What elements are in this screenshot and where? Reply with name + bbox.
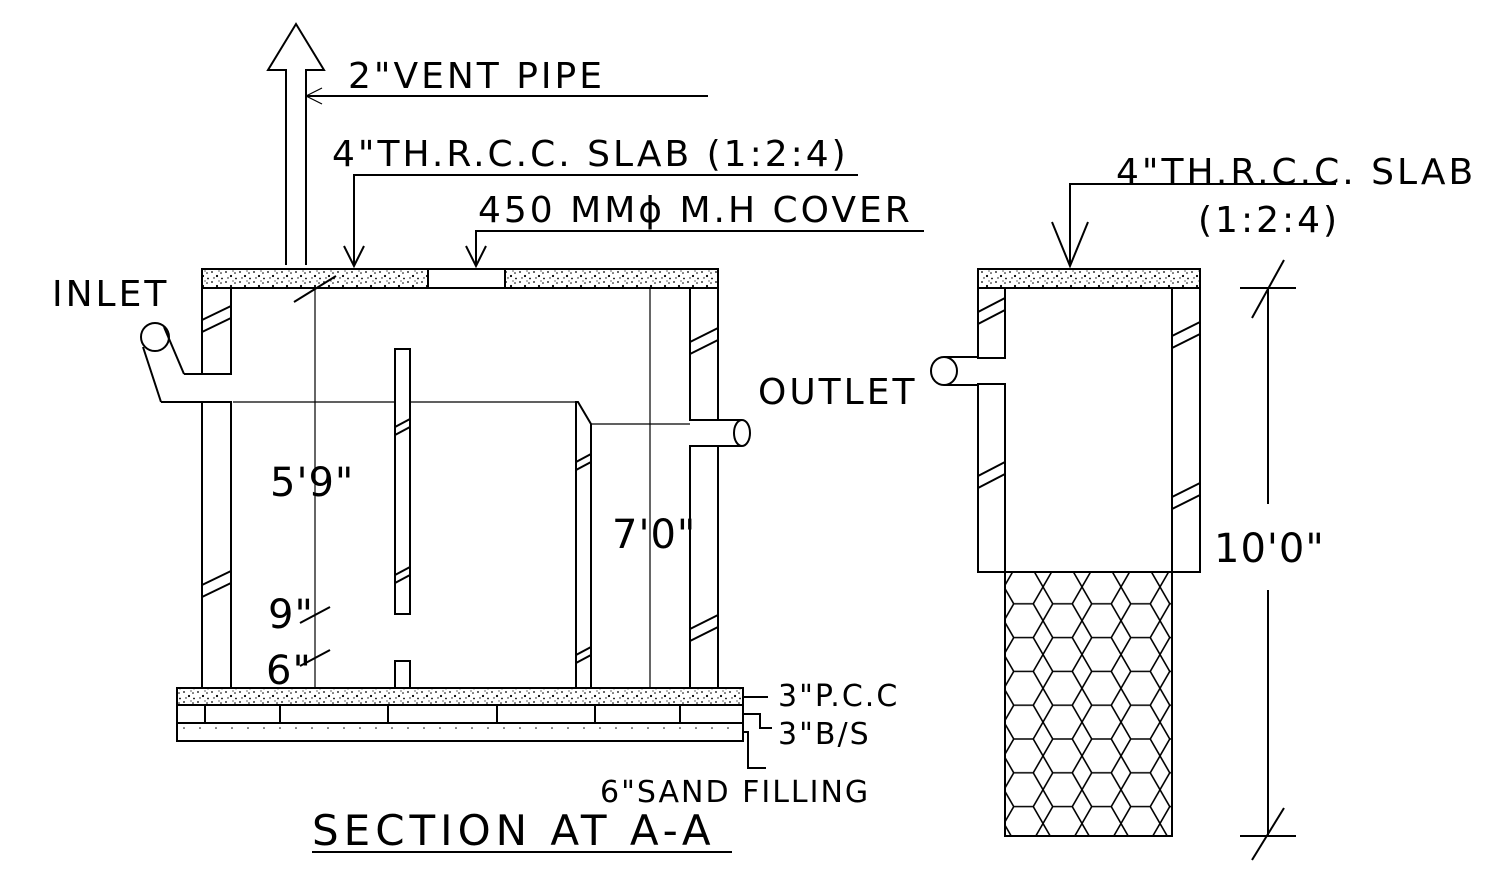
inlet-label: INLET [52, 274, 169, 315]
soak-pit-slab-label: 4"TH.R.C.C. SLAB [1116, 152, 1476, 193]
vent-pipe [266, 22, 326, 265]
soak-pit-depth-dimension: 10'0" [1214, 526, 1325, 572]
outlet-pipe [718, 419, 751, 447]
soak-pit-slab-mix-label: (1:2:4) [1198, 200, 1340, 241]
right-depth-dimension: 7'0" [612, 512, 696, 558]
left-wall [201, 287, 232, 689]
slab-label: 4"TH.R.C.C. SLAB (1:2:4) [332, 134, 849, 175]
filter-media [1004, 571, 1173, 837]
brick-soling-label: 3"B/S [778, 717, 871, 752]
mh-cover-label: 450 MMϕ M.H COVER [478, 190, 913, 231]
pcc-label: 3"P.C.C [778, 679, 899, 714]
right-wall [689, 287, 719, 689]
inlet-pipe [140, 322, 202, 403]
outlet-label: OUTLET [758, 372, 917, 413]
baffle-wall [394, 348, 411, 689]
gap-lower-dimension: 6" [266, 648, 312, 694]
foundation-layers [176, 687, 744, 742]
top-slab [201, 268, 719, 289]
sand-filling-label: 6"SAND FILLING [600, 775, 870, 810]
soak-pit: 4"TH.R.C.C. SLAB (1:2:4) 10'0" [930, 152, 1476, 861]
left-depth-dimension: 5'9" [270, 460, 354, 506]
section-a-a: 2"VENT PIPE 4"TH.R.C.C. SLAB (1:2:4) 450… [52, 22, 924, 855]
partition-wall [575, 401, 592, 689]
gap-upper-dimension: 9" [268, 592, 314, 638]
vent-pipe-label: 2"VENT PIPE [348, 56, 605, 97]
section-title: SECTION AT A-A [312, 806, 716, 855]
